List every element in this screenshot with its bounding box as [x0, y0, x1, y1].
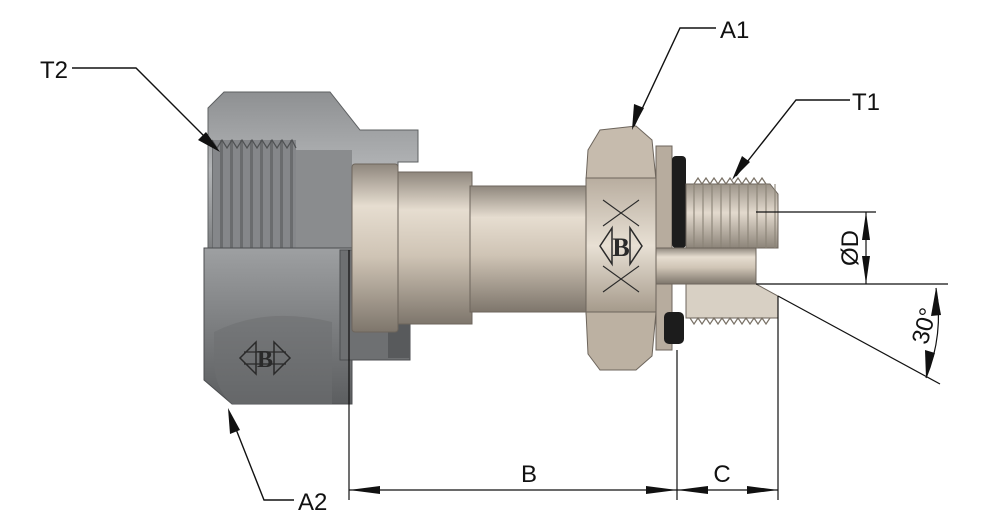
- body-ring: [351, 163, 399, 333]
- label-t1: T1: [852, 89, 880, 116]
- dim-c-label: C: [713, 461, 730, 488]
- nut-logo: B: [238, 340, 292, 376]
- hex-shoulder: [655, 145, 673, 255]
- leader-a1: [633, 27, 716, 127]
- leader-t2: [72, 67, 215, 147]
- leader-a2: [229, 413, 294, 501]
- body-step: [397, 171, 473, 325]
- label-t2: T2: [40, 57, 68, 84]
- seal-upper: [672, 156, 686, 248]
- hex-logo-letter: B: [612, 233, 629, 262]
- threaded-end: [655, 176, 779, 326]
- fitting-body: [351, 163, 591, 333]
- leader-t1: [735, 99, 850, 177]
- thread-teeth-bottom: [689, 316, 771, 326]
- dimensions: B C ØD 30°: [348, 211, 948, 500]
- callouts: T2 A1 T1 A2: [40, 17, 880, 516]
- nut-internal-thread: [212, 140, 296, 248]
- body-neck: [469, 185, 591, 313]
- label-a1: A1: [720, 17, 749, 44]
- hex-middle: [585, 177, 657, 315]
- label-a2: A2: [298, 489, 327, 516]
- o-ring-seal: [664, 156, 686, 344]
- seal-lower: [664, 312, 684, 344]
- nut-hex-facet: [214, 315, 332, 404]
- body-hex: B: [585, 125, 673, 371]
- nut-bore-upper: [296, 150, 352, 248]
- angle-ray: [777, 295, 941, 385]
- thread-lower: [685, 283, 779, 319]
- dim-d-label: ØD: [837, 230, 864, 266]
- nut-logo-letter: B: [257, 347, 273, 373]
- hex-upper: [585, 125, 657, 181]
- hex-lower: [585, 311, 657, 371]
- nut-thread-teeth: [211, 138, 297, 150]
- thread-bore: [655, 247, 757, 285]
- hex-logo: B: [599, 199, 643, 293]
- thread-teeth-top: [693, 176, 767, 186]
- dim-b-label: B: [521, 461, 537, 488]
